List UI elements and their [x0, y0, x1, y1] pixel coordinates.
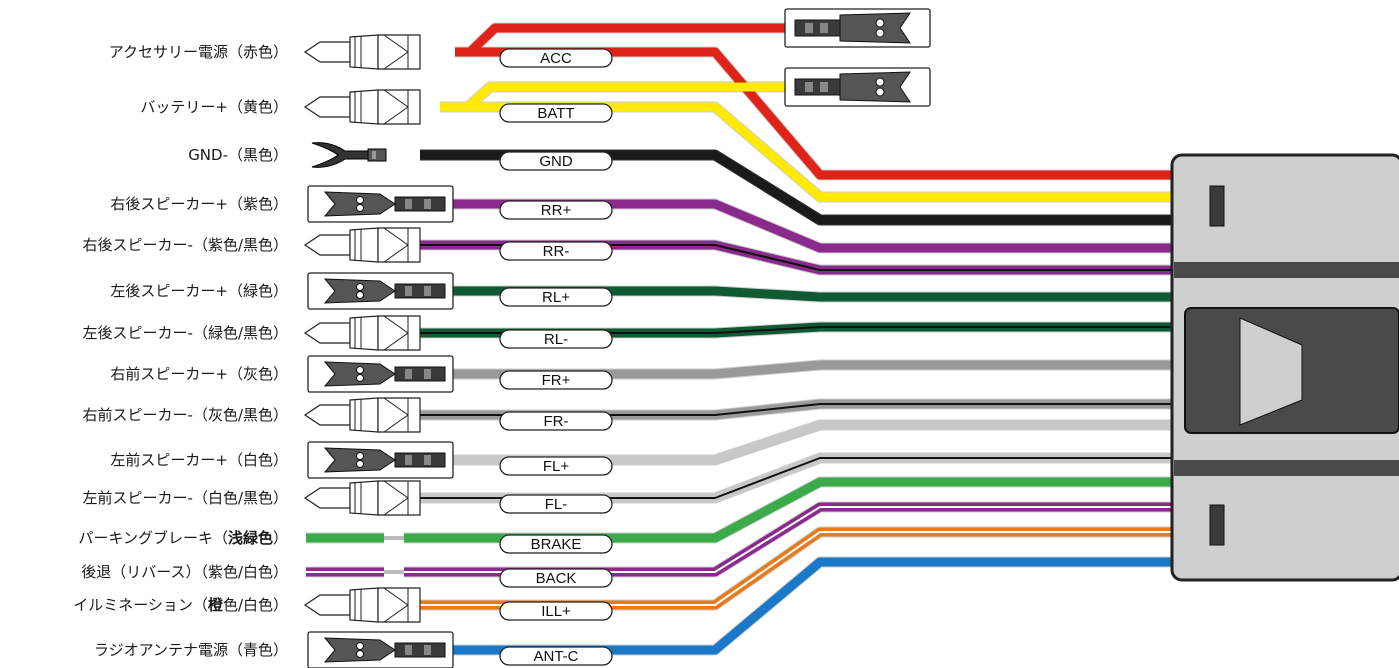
spade-female-terminal: [303, 315, 421, 351]
connector-slot: [1209, 504, 1225, 546]
wire-label: パーキングブレーキ（浅緑色）: [78, 529, 288, 547]
wire-tag-text: FL-: [545, 496, 568, 513]
wire-tag-text: BRAKE: [531, 536, 582, 553]
spade-female-terminal: [303, 397, 421, 433]
wire-label: イルミネーション（橙色/白色）: [73, 596, 288, 614]
connector-band: [1174, 460, 1399, 476]
terminals-layer: [303, 34, 454, 668]
wire-label: 右前スピーカー+（灰色）: [110, 365, 288, 383]
wire-tag-text: FL+: [543, 458, 570, 475]
wire-tag: FL+: [499, 456, 613, 476]
wire-tag-text: RR-: [543, 243, 570, 260]
wire-label: 後退（リバース）（紫色/白色）: [81, 563, 288, 581]
wire-tag: GND: [499, 151, 613, 171]
wire-label: ラジオアンテナ電源（青色）: [94, 641, 288, 659]
wire-tag: BACK: [499, 568, 613, 588]
bullet-male-terminal: [307, 185, 454, 223]
wire-label: バッテリー+（黄色）: [140, 98, 288, 116]
wire-tag-text: RL-: [544, 331, 568, 348]
fuse-holders: [784, 8, 931, 107]
wire-label: 右前スピーカー-（灰色/黒色）: [83, 406, 288, 424]
spade-female-terminal: [303, 480, 421, 516]
wire-label: 右後スピーカー-（紫色/黒色）: [83, 236, 288, 254]
spade-female-terminal: [303, 34, 421, 70]
wire-tag-text: GND: [539, 153, 573, 170]
wire-tag: RL+: [499, 287, 613, 307]
bullet-male-terminal: [307, 441, 454, 479]
spade-female-terminal: [303, 227, 421, 263]
connector-band: [1174, 262, 1399, 278]
bullet-male-terminal: [307, 272, 454, 310]
wire-tag-text: BATT: [537, 105, 574, 122]
wire-tags-layer: ACC BATT GND RR+ RR- RL+ RL- FR+ FR- FL+ FL- BRAKE B…: [499, 48, 613, 666]
wire-label: GND-（黒色）: [188, 146, 288, 164]
wire-tag-text: FR-: [544, 413, 569, 430]
wire-tag: FR+: [499, 370, 613, 390]
spade-female-terminal: [303, 89, 421, 125]
wire-tag: RR+: [499, 200, 613, 220]
fuse-holder: [784, 67, 931, 107]
connector-slot: [1209, 185, 1225, 227]
wire-label: 左後スピーカー+（緑色）: [110, 282, 288, 300]
wire-tag: ANT-C: [499, 646, 613, 666]
wire-label: アクセサリー電源（赤色）: [109, 43, 288, 61]
wire-tag-text: RR+: [541, 202, 572, 219]
wires-layer: [306, 22, 1178, 656]
wire-tag: ACC: [499, 48, 613, 68]
wire-labels-layer: アクセサリー電源（赤色） バッテリー+（黄色） GND-（黒色） 右後スピーカー+（紫…: [73, 43, 288, 659]
wire-tag-text: BACK: [536, 570, 577, 587]
fuse-holder: [784, 8, 931, 48]
wire-tag: BRAKE: [499, 534, 613, 554]
wire-tag: ILL+: [499, 601, 613, 621]
wire-tag: FL-: [499, 494, 613, 514]
wire-tag-text: FR+: [542, 372, 571, 389]
wire-tag-text: ACC: [540, 50, 572, 67]
wire-tag: FR-: [499, 411, 613, 431]
wire-tag-text: ILL+: [541, 603, 571, 620]
bullet-male-terminal: [307, 355, 454, 393]
ring-fork-terminal: [311, 142, 387, 168]
wire-tag: RR-: [499, 241, 613, 261]
bullet-male-terminal: [307, 631, 454, 668]
wire-tag: RL-: [499, 329, 613, 349]
wire-label: 左前スピーカー+（白色）: [110, 451, 288, 469]
wire-label: 右後スピーカー+（紫色）: [110, 195, 288, 213]
wire-tag: BATT: [499, 103, 613, 123]
spade-female-terminal: [303, 587, 421, 623]
wire-label: 左後スピーカー-（緑色/黒色）: [83, 324, 288, 342]
wire-label: 左前スピーカー-（白色/黒色）: [83, 489, 288, 507]
wire-tag-text: RL+: [542, 289, 570, 306]
wire-tag-text: ANT-C: [534, 648, 579, 665]
connector-latch: [1239, 317, 1303, 426]
harness-connector: [1170, 153, 1399, 582]
